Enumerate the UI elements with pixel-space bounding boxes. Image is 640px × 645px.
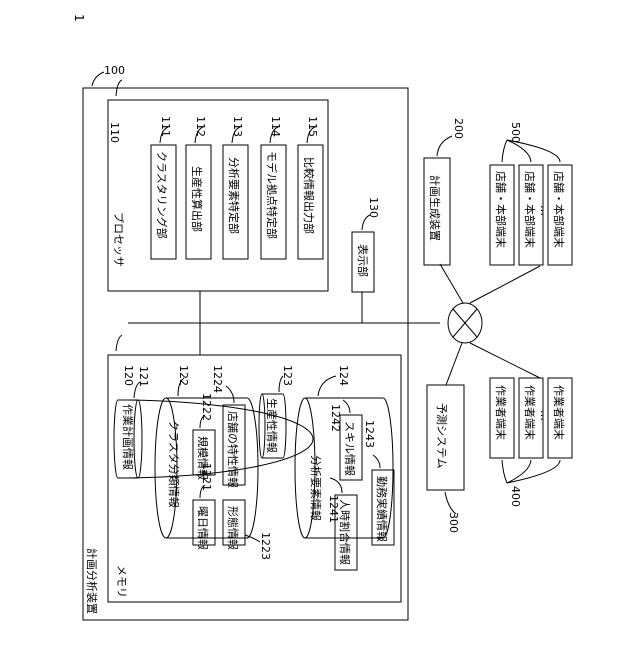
cluster-item-label-1221: 曜日情報 <box>196 506 209 550</box>
processor-box <box>108 100 328 291</box>
productivity-label: 生産性情報 <box>265 398 279 453</box>
unit-ref-111: 111 <box>159 116 172 137</box>
unit-label-114: モデル拠点特定部 <box>265 151 279 239</box>
plan-generator-ref: 200 <box>452 118 465 139</box>
analysis-elements-ref: 124 <box>337 365 350 386</box>
productivity-ref: 123 <box>281 365 294 386</box>
cluster-item-ref-1224: 1224 <box>211 365 224 393</box>
store-terminal-label-1: 店舗・本部端末 <box>494 171 508 248</box>
leader-400 <box>502 460 560 483</box>
leader-1243 <box>373 455 380 468</box>
leader-200 <box>437 136 452 156</box>
analysis-device-ref: 100 <box>104 64 125 77</box>
analysis-item-ref-1243: 1243 <box>363 420 376 448</box>
unit-ref-114: 114 <box>269 116 282 137</box>
plan-generator-label: 計画生成装置 <box>428 175 442 241</box>
leader-1242 <box>343 400 350 413</box>
unit-label-115: 比較情報出力部 <box>302 157 316 234</box>
network-to-store-terminals <box>470 266 540 303</box>
store-terminal-ellipsis: … <box>538 205 551 216</box>
display-label: 表示部 <box>356 244 370 277</box>
memory-label: メモリ <box>115 565 128 598</box>
cluster-item-label-1224: 店舗の特性情報 <box>226 411 240 488</box>
unit-label-113: 分析要素特定部 <box>227 157 241 234</box>
unit-label-112: 生産性算出部 <box>190 166 204 232</box>
cluster-item-ref-1222: 1222 <box>200 393 213 421</box>
analysis-device-label: 計画分析装置 <box>85 548 99 614</box>
leader-124 <box>318 376 336 396</box>
cluster-item-label-1223: 形態情報 <box>226 506 240 550</box>
unit-ref-113: 113 <box>231 116 244 137</box>
store-terminals-ref: 500 <box>509 122 522 143</box>
cluster-item-label-1222: 規模情報 <box>196 436 210 480</box>
worker-terminal-label-2: 作業者端末 <box>523 385 537 440</box>
figure-number: 1 <box>72 14 86 22</box>
analysis-item-ref-1241: 1241 <box>327 495 340 523</box>
store-terminal-label-2: 店舗・本部端末 <box>523 171 537 248</box>
processor-units: クラスタリング部 111 生産性算出部 112 分析要素特定部 113 モデル拠… <box>151 116 323 259</box>
leader-1223 <box>245 535 260 542</box>
analysis-item-ref-1242: 1242 <box>329 404 342 432</box>
display-ref: 130 <box>367 197 380 218</box>
processor-ref: 110 <box>108 122 121 143</box>
worker-terminal-label-3: 作業者端末 <box>552 385 566 440</box>
store-terminal-label-3: 店舗・本部端末 <box>552 171 566 248</box>
leader-120 <box>116 335 122 351</box>
leader-1224 <box>226 386 234 403</box>
unit-ref-115: 115 <box>306 116 319 137</box>
worker-terminal-label-1: 作業者端末 <box>494 385 508 440</box>
work-plan-label: 作業計画情報 <box>121 404 135 470</box>
network-to-prediction <box>446 343 462 385</box>
worker-terminal-ellipsis: … <box>538 410 551 421</box>
unit-label-111: クラスタリング部 <box>155 151 169 239</box>
cluster-item-ref-1223: 1223 <box>259 532 272 560</box>
analysis-item-label-1242: スキル情報 <box>343 421 356 476</box>
cluster-info-label: クラスタ分類情報 <box>167 420 180 508</box>
work-plan-ref: 121 <box>137 366 150 387</box>
leader-300 <box>445 492 456 514</box>
leader-100 <box>92 72 104 86</box>
analysis-elements-label: 分析要素情報 <box>309 455 323 521</box>
analysis-item-label-1243: 勤務実績情報 <box>375 476 389 542</box>
worker-terminals: 作業者端末 作業者端末 … 作業者端末 <box>490 378 572 458</box>
unit-ref-112: 112 <box>194 116 207 137</box>
store-terminals: 店舗・本部端末 店舗・本部端末 … 店舗・本部端末 <box>490 165 572 265</box>
worker-terminals-ref: 400 <box>509 486 522 507</box>
cluster-info-ref: 122 <box>177 365 190 386</box>
leader-500 <box>502 140 560 162</box>
memory-ref: 120 <box>122 365 135 386</box>
network-node <box>448 303 482 343</box>
network-to-worker-terminals <box>470 343 540 378</box>
prediction-system-label: 予測システム <box>435 403 449 469</box>
network-to-plan-generator <box>440 264 463 303</box>
prediction-system-ref: 300 <box>447 512 460 533</box>
processor-label: プロセッサ <box>112 212 125 267</box>
